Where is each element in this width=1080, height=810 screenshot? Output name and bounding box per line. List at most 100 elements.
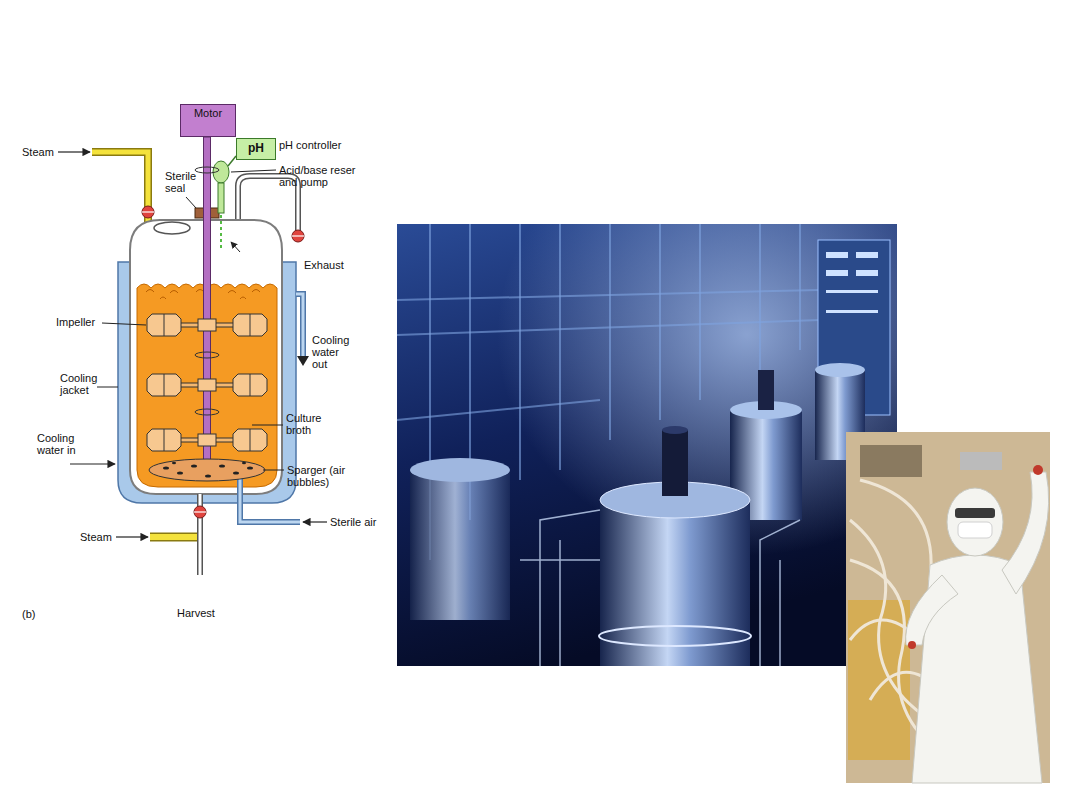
- air-bubbles: [163, 462, 253, 478]
- acid-base-pump: [218, 183, 224, 213]
- photo-fermenter-hall: [540, 510, 600, 666]
- flow-arrow: [58, 151, 90, 152]
- air-bubbles: [219, 464, 225, 467]
- valve-symbol: [194, 511, 206, 512]
- photo-fermenter-hall: [758, 370, 774, 410]
- part-label: pH controller: [279, 139, 341, 151]
- leader-line: [97, 146, 284, 470]
- valve-symbol: [194, 506, 206, 518]
- part-label: Steam: [22, 146, 54, 158]
- air-bubbles: [177, 471, 183, 474]
- photo-operator: [947, 488, 1003, 556]
- flow-arrow: [70, 463, 115, 464]
- air-bubbles: [247, 466, 253, 469]
- part-label: Harvest: [177, 607, 215, 619]
- leader-line: [252, 425, 283, 426]
- node-text: Motor: [181, 107, 235, 120]
- vessel-port: [154, 222, 190, 234]
- photo-operator: [906, 575, 958, 645]
- photo-fermenter-hall: [826, 270, 848, 276]
- photo-fermenter-hall: [559, 540, 561, 666]
- photo-fermenter-hall: [600, 500, 750, 666]
- agitator-shaft: [204, 137, 211, 472]
- flow-arrow: [297, 356, 309, 366]
- photo-operator: [860, 445, 922, 477]
- photo-fermenter-hall: [759, 224, 761, 380]
- part-label: Steam: [80, 531, 112, 543]
- photo-operator: [1033, 465, 1043, 475]
- leader-line: [102, 323, 146, 325]
- photo-operator: [860, 480, 931, 580]
- acid-base-drip: [220, 215, 222, 250]
- impeller-symbol: [147, 429, 267, 451]
- photo-fermenter-hall: [799, 224, 801, 350]
- steam-pipe: [92, 152, 148, 230]
- rotation-arrow: [195, 167, 219, 173]
- leader-line: [231, 170, 276, 172]
- part-label: Sparger (air bubbles): [287, 464, 349, 488]
- part-label: Exhaust: [304, 259, 344, 271]
- valve-symbol: [142, 211, 154, 212]
- photo-operator: [908, 641, 916, 649]
- photo-fermenter-hall: [599, 626, 751, 646]
- part-label: Acid/base reser and pump: [279, 164, 361, 188]
- air-bubbles: [242, 462, 246, 464]
- part-label: Cooling jacket: [60, 372, 105, 396]
- photo-fermenter-hall: [559, 224, 561, 470]
- photo-fermenter-hall: [397, 320, 820, 335]
- photo-fermenter-hall: [826, 290, 878, 293]
- air-bubbles: [191, 464, 197, 467]
- controller-link: [228, 156, 236, 166]
- photo-operator: [958, 522, 992, 538]
- photo-fermenter-hall: [609, 224, 611, 440]
- photo-fermenter-hall: [826, 252, 848, 258]
- fermenter-diagram: [58, 137, 327, 575]
- air-bubbles: [205, 474, 211, 477]
- photo-fermenter-hall: [856, 252, 878, 258]
- part-label: (b): [22, 608, 35, 620]
- ph-controller-box: pH: [236, 138, 276, 160]
- photo-operator: [846, 432, 1050, 783]
- node-text: pH: [237, 141, 275, 155]
- cooling-water-pipe: [296, 294, 303, 356]
- photo-fermenter-hall: [520, 510, 800, 666]
- part-label: Sterile air: [330, 516, 376, 528]
- photo-fermenter-hall: [815, 363, 865, 377]
- steam-pipe: [150, 533, 197, 542]
- photo-fermenter-hall: [699, 224, 701, 400]
- leader-line: [263, 470, 284, 471]
- photo-fermenter-hall: [397, 224, 897, 666]
- photo-fermenter-hall: [659, 224, 661, 420]
- photo-fermenter-hall: [397, 224, 897, 666]
- photo-operator: [960, 452, 1002, 470]
- photo-operator: [955, 508, 995, 518]
- photo-fermenter-hall: [826, 310, 878, 313]
- air-bubbles: [233, 471, 239, 474]
- valve-symbol: [142, 206, 154, 218]
- flow-arrow: [116, 536, 148, 537]
- photo-fermenter-hall: [779, 560, 781, 666]
- flow-arrow: [303, 521, 327, 522]
- impeller-symbol: [147, 314, 267, 336]
- leader-line: [186, 197, 196, 208]
- photo-fermenter-hall: [397, 400, 600, 420]
- photo-fermenter-hall: [520, 559, 600, 561]
- photo-fermenter-hall: [397, 224, 897, 666]
- photo-fermenter-hall: [760, 520, 800, 666]
- photo-fermenter-hall: [662, 426, 688, 434]
- rotation-arrow: [195, 409, 219, 415]
- photo-fermenter-hall: [410, 470, 510, 620]
- leader-line: [97, 387, 118, 388]
- photo-fermenter-hall: [826, 252, 878, 313]
- cooling-water-pipe: [296, 294, 303, 356]
- photo-fermenter-hall: [662, 430, 688, 496]
- air-bubbles: [172, 462, 176, 464]
- photo-fermenter-hall: [410, 458, 510, 482]
- part-label: Cooling water in: [37, 432, 85, 456]
- part-label: Culture broth: [286, 412, 331, 436]
- steam-pipe: [92, 152, 148, 230]
- part-label: Cooling water out: [312, 334, 357, 370]
